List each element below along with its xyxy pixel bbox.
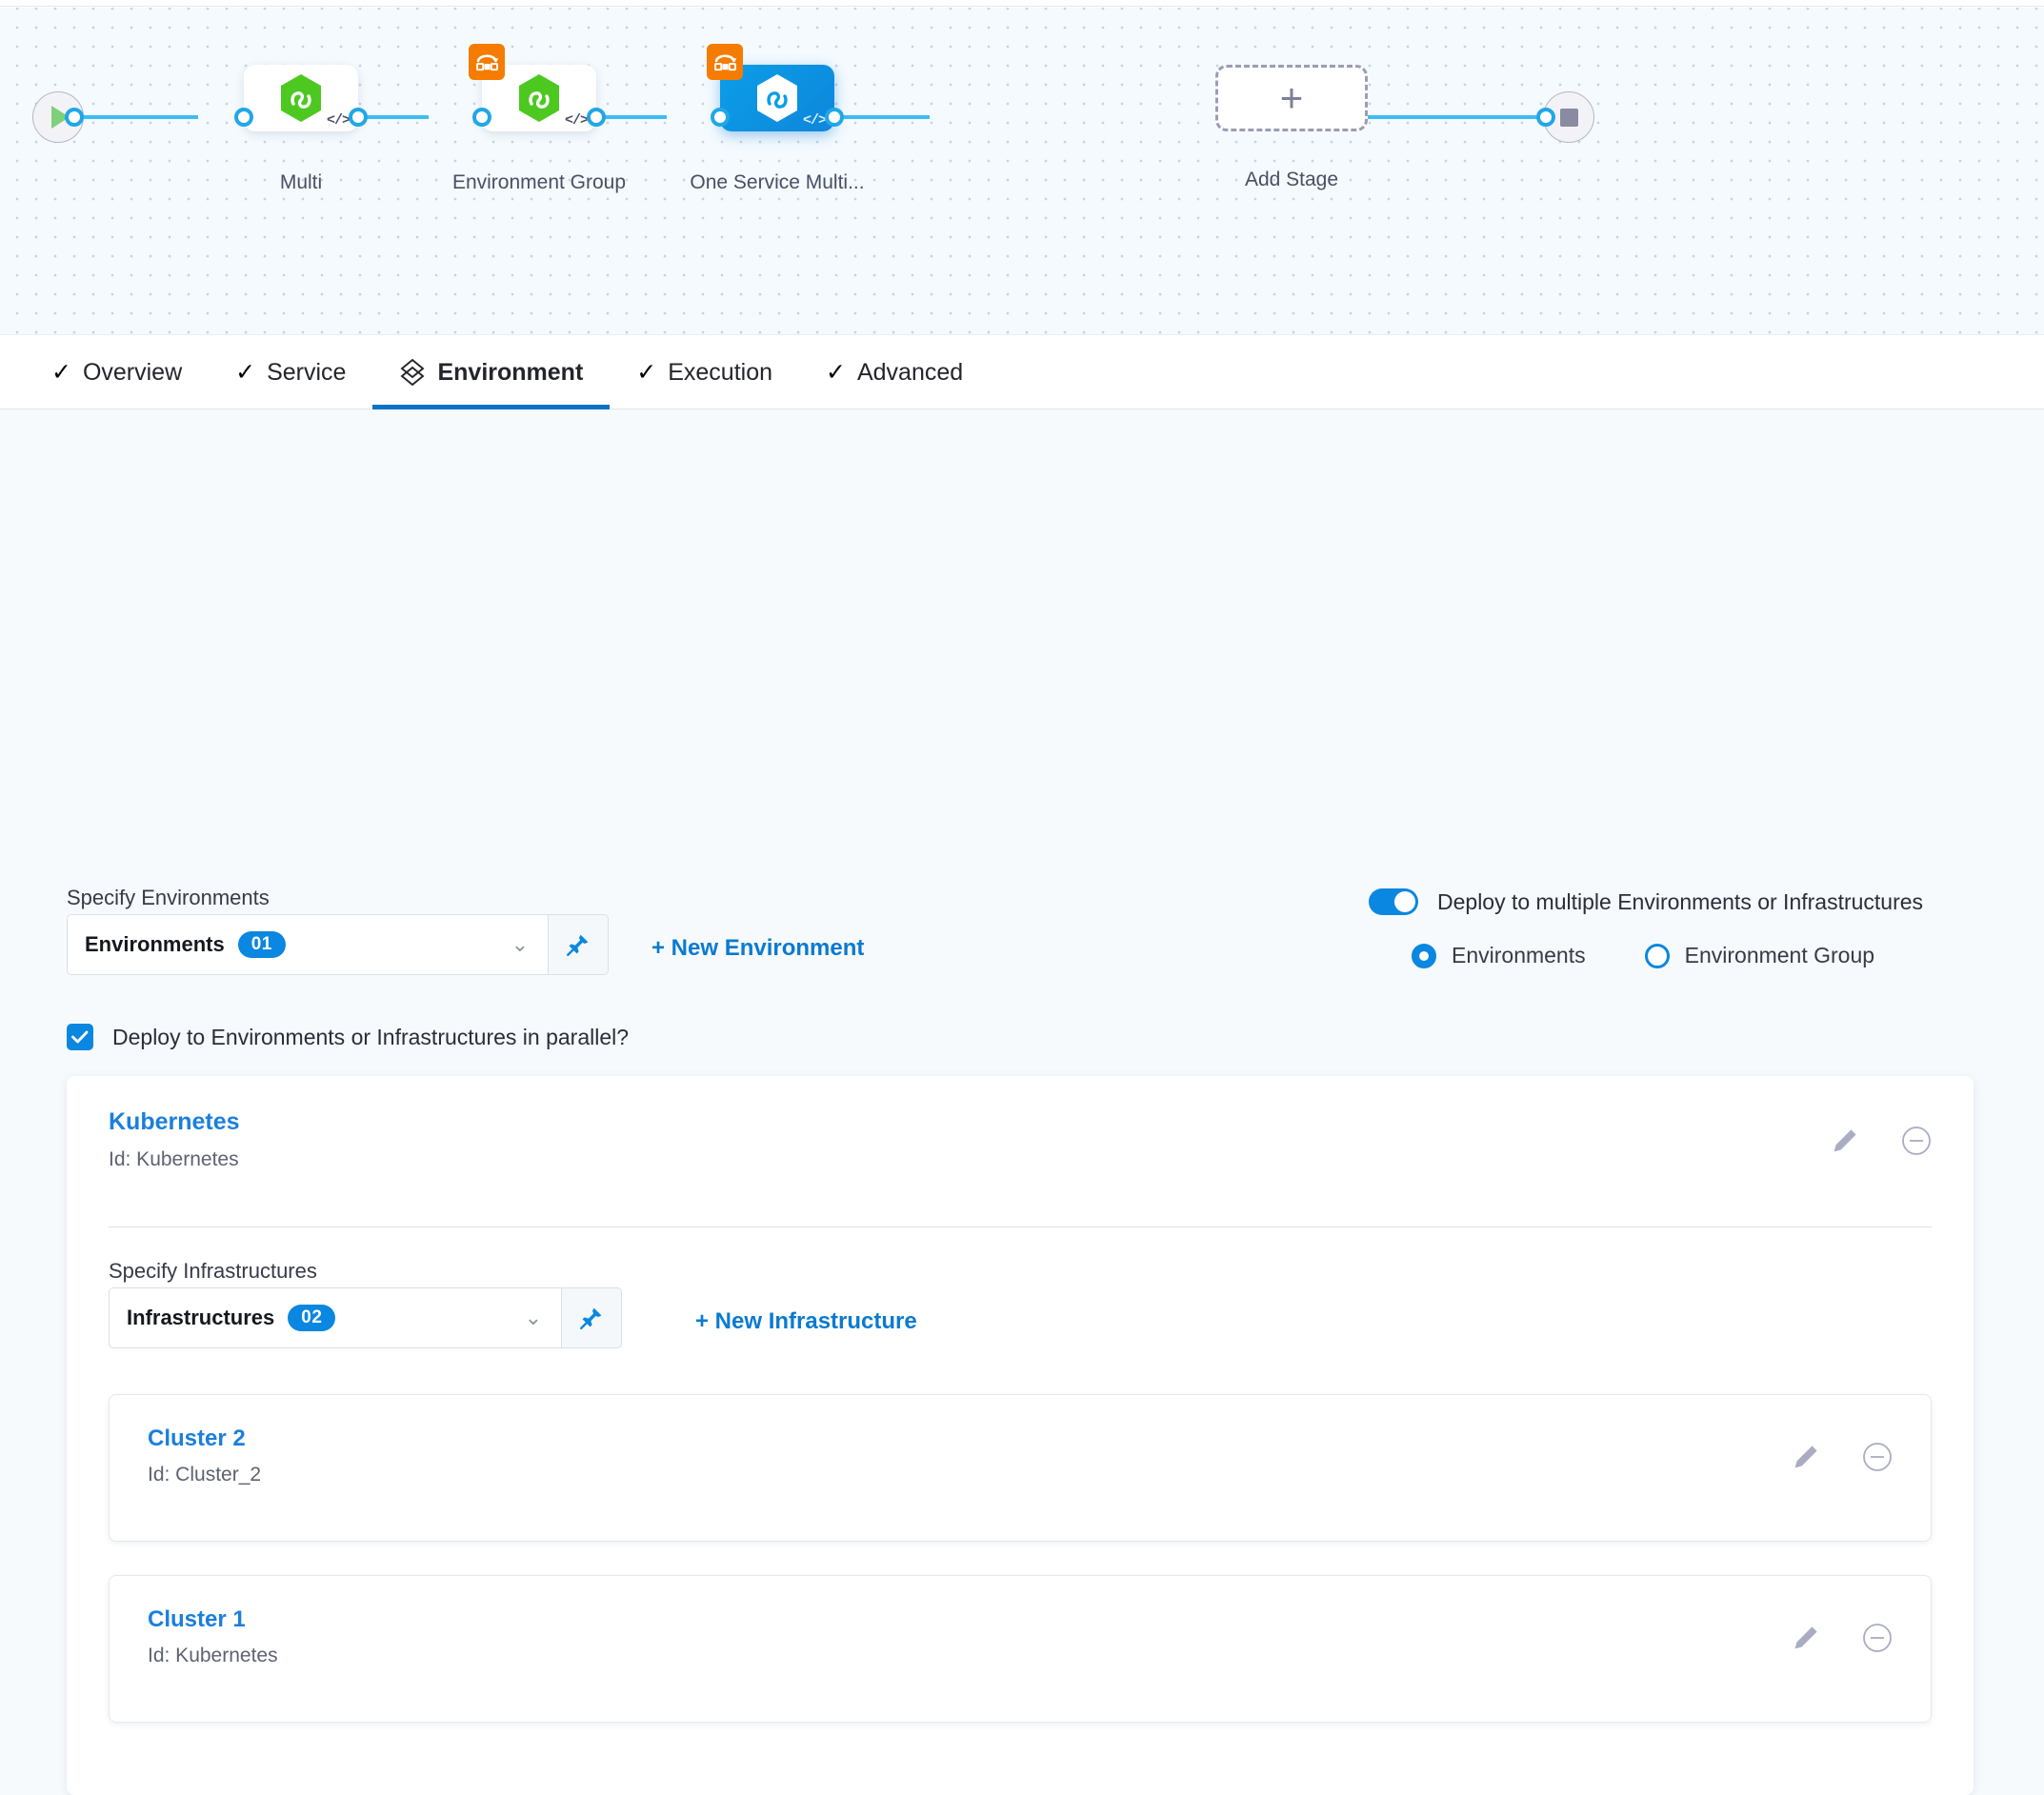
environment-card-actions[interactable] <box>1831 1126 1932 1156</box>
minus-circle-icon[interactable] <box>1862 1623 1893 1653</box>
infrastructure-name-link[interactable]: Cluster 1 <box>148 1606 246 1632</box>
pin-icon <box>580 1307 602 1329</box>
pencil-icon[interactable] <box>1792 1443 1820 1471</box>
port-oneservice-out[interactable] <box>825 108 844 127</box>
radio-environments[interactable]: Environments <box>1412 943 1586 968</box>
radio-environment-group-label: Environment Group <box>1684 943 1875 967</box>
radio-environments-indicator <box>1412 943 1436 968</box>
tab-service[interactable]: ✓ Service <box>209 335 372 409</box>
infrastructures-count-badge: 02 <box>288 1305 336 1331</box>
port-start-out[interactable] <box>65 108 84 127</box>
multi-deploy-toggle-label: Deploy to multiple Environments or Infra… <box>1437 888 1924 914</box>
edge-oneservice-to-addstage <box>779 115 930 119</box>
minus-circle-icon[interactable] <box>1862 1442 1893 1472</box>
add-stage-button[interactable]: + <box>1215 65 1368 131</box>
minus-circle-icon[interactable] <box>1901 1126 1932 1156</box>
edge-start-to-multi <box>74 115 198 119</box>
port-multi-out[interactable] <box>349 108 368 127</box>
tab-label: Overview <box>82 358 183 386</box>
radio-environment-group-indicator <box>1644 943 1670 968</box>
infrastructure-card-actions[interactable] <box>1792 1623 1893 1653</box>
radio-environment-group[interactable]: Environment Group <box>1644 943 1875 968</box>
check-icon: ✓ <box>826 358 846 386</box>
stop-icon <box>1559 108 1578 127</box>
harness-hex-icon <box>281 74 321 122</box>
code-icon[interactable]: </> <box>564 112 589 129</box>
check-icon: ✓ <box>51 358 71 386</box>
multi-deploy-toggle-row[interactable]: Deploy to multiple Environments or Infra… <box>1369 888 1923 915</box>
environment-tab-panel: Specify Environments Environments 01 ⌄ +… <box>0 409 2044 1795</box>
port-end-in[interactable] <box>1536 108 1555 127</box>
harness-hex-icon <box>519 74 559 122</box>
infrastructures-select-value: Infrastructures <box>127 1306 275 1329</box>
specify-infrastructures-label: Specify Infrastructures <box>109 1259 317 1283</box>
infrastructure-name-link[interactable]: Cluster 2 <box>148 1426 246 1451</box>
multi-deployment-badge-icon <box>469 44 505 80</box>
pin-icon <box>567 934 589 956</box>
chevron-down-icon: ⌄ <box>524 1306 542 1329</box>
harness-hex-icon <box>757 74 797 122</box>
layers-icon <box>399 358 426 387</box>
play-icon <box>51 106 70 129</box>
plus-icon: + <box>1279 75 1304 121</box>
infrastructure-card: Cluster 1 Id: Kubernetes <box>109 1575 1932 1723</box>
check-icon <box>71 1030 89 1044</box>
check-icon: ✓ <box>636 358 657 386</box>
port-multi-in[interactable] <box>234 108 253 127</box>
infrastructures-select[interactable]: Infrastructures 02 ⌄ <box>109 1287 561 1348</box>
tab-label: Advanced <box>856 358 964 386</box>
stage-label-one-service-multi: One Service Multi... <box>690 171 865 193</box>
environments-count-badge: 01 <box>237 931 286 958</box>
infrastructure-card-actions[interactable] <box>1792 1442 1893 1472</box>
environment-card: Kubernetes Id: Kubernetes Specify Infras… <box>67 1076 1974 1795</box>
pencil-icon[interactable] <box>1792 1624 1820 1652</box>
infrastructure-card: Cluster 2 Id: Cluster_2 <box>109 1394 1932 1542</box>
check-icon: ✓ <box>235 358 256 386</box>
parallel-deploy-checkbox-row[interactable]: Deploy to Environments or Infrastructure… <box>67 1024 629 1050</box>
edge-addstage-to-end <box>1368 115 1543 119</box>
code-icon[interactable]: </> <box>326 112 351 129</box>
tab-environment[interactable]: Environment <box>372 335 611 409</box>
new-environment-link[interactable]: + New Environment <box>651 935 865 961</box>
port-envgroup-out[interactable] <box>587 108 606 127</box>
stage-label-environment-group: Environment Group <box>451 171 627 193</box>
new-infrastructure-link[interactable]: + New Infrastructure <box>695 1308 917 1334</box>
specify-environments-label: Specify Environments <box>67 886 270 909</box>
stage-node-environment-group[interactable]: </> <box>469 44 596 131</box>
pencil-icon[interactable] <box>1831 1127 1859 1155</box>
environment-id: Id: Kubernetes <box>109 1148 239 1170</box>
pipeline-canvas[interactable]: </> Multi </> Environment Group <box>0 0 2044 335</box>
tab-execution[interactable]: ✓ Execution <box>610 335 799 409</box>
deploy-target-radio-group[interactable]: Environments Environment Group <box>1412 943 1874 968</box>
radio-environments-label: Environments <box>1452 943 1586 967</box>
port-envgroup-in[interactable] <box>472 108 491 127</box>
environments-select-group[interactable]: Environments 01 ⌄ <box>67 914 609 975</box>
stage-config-tabs[interactable]: ✓ Overview ✓ Service Environment ✓ Execu… <box>0 335 2044 409</box>
environment-name-link[interactable]: Kubernetes <box>109 1108 240 1135</box>
stage-label-multi: Multi <box>279 171 323 193</box>
stage-node-multi[interactable]: </> <box>244 65 358 131</box>
environments-select[interactable]: Environments 01 ⌄ <box>67 914 548 975</box>
parallel-deploy-checkbox[interactable] <box>67 1024 93 1050</box>
tab-overview[interactable]: ✓ Overview <box>25 335 209 409</box>
code-icon[interactable]: </> <box>802 112 827 129</box>
environments-pin-button[interactable] <box>548 914 609 975</box>
tab-label: Execution <box>668 358 773 386</box>
tab-label: Environment <box>437 358 584 386</box>
infrastructure-id: Id: Cluster_2 <box>148 1464 262 1486</box>
tab-label: Service <box>267 358 347 386</box>
infrastructures-pin-button[interactable] <box>561 1287 622 1348</box>
port-oneservice-in[interactable] <box>711 108 730 127</box>
multi-deployment-badge-icon <box>707 44 743 80</box>
tab-advanced[interactable]: ✓ Advanced <box>799 335 990 409</box>
infrastructures-select-group[interactable]: Infrastructures 02 ⌄ <box>109 1287 622 1348</box>
multi-deploy-toggle[interactable] <box>1369 888 1418 915</box>
infrastructure-id: Id: Kubernetes <box>148 1645 278 1666</box>
environments-select-value: Environments <box>85 932 225 956</box>
parallel-deploy-label: Deploy to Environments or Infrastructure… <box>112 1024 630 1049</box>
chevron-down-icon: ⌄ <box>511 932 529 956</box>
stage-node-one-service-multi[interactable]: </> <box>707 44 834 131</box>
add-stage-label: Add Stage <box>1244 169 1339 190</box>
